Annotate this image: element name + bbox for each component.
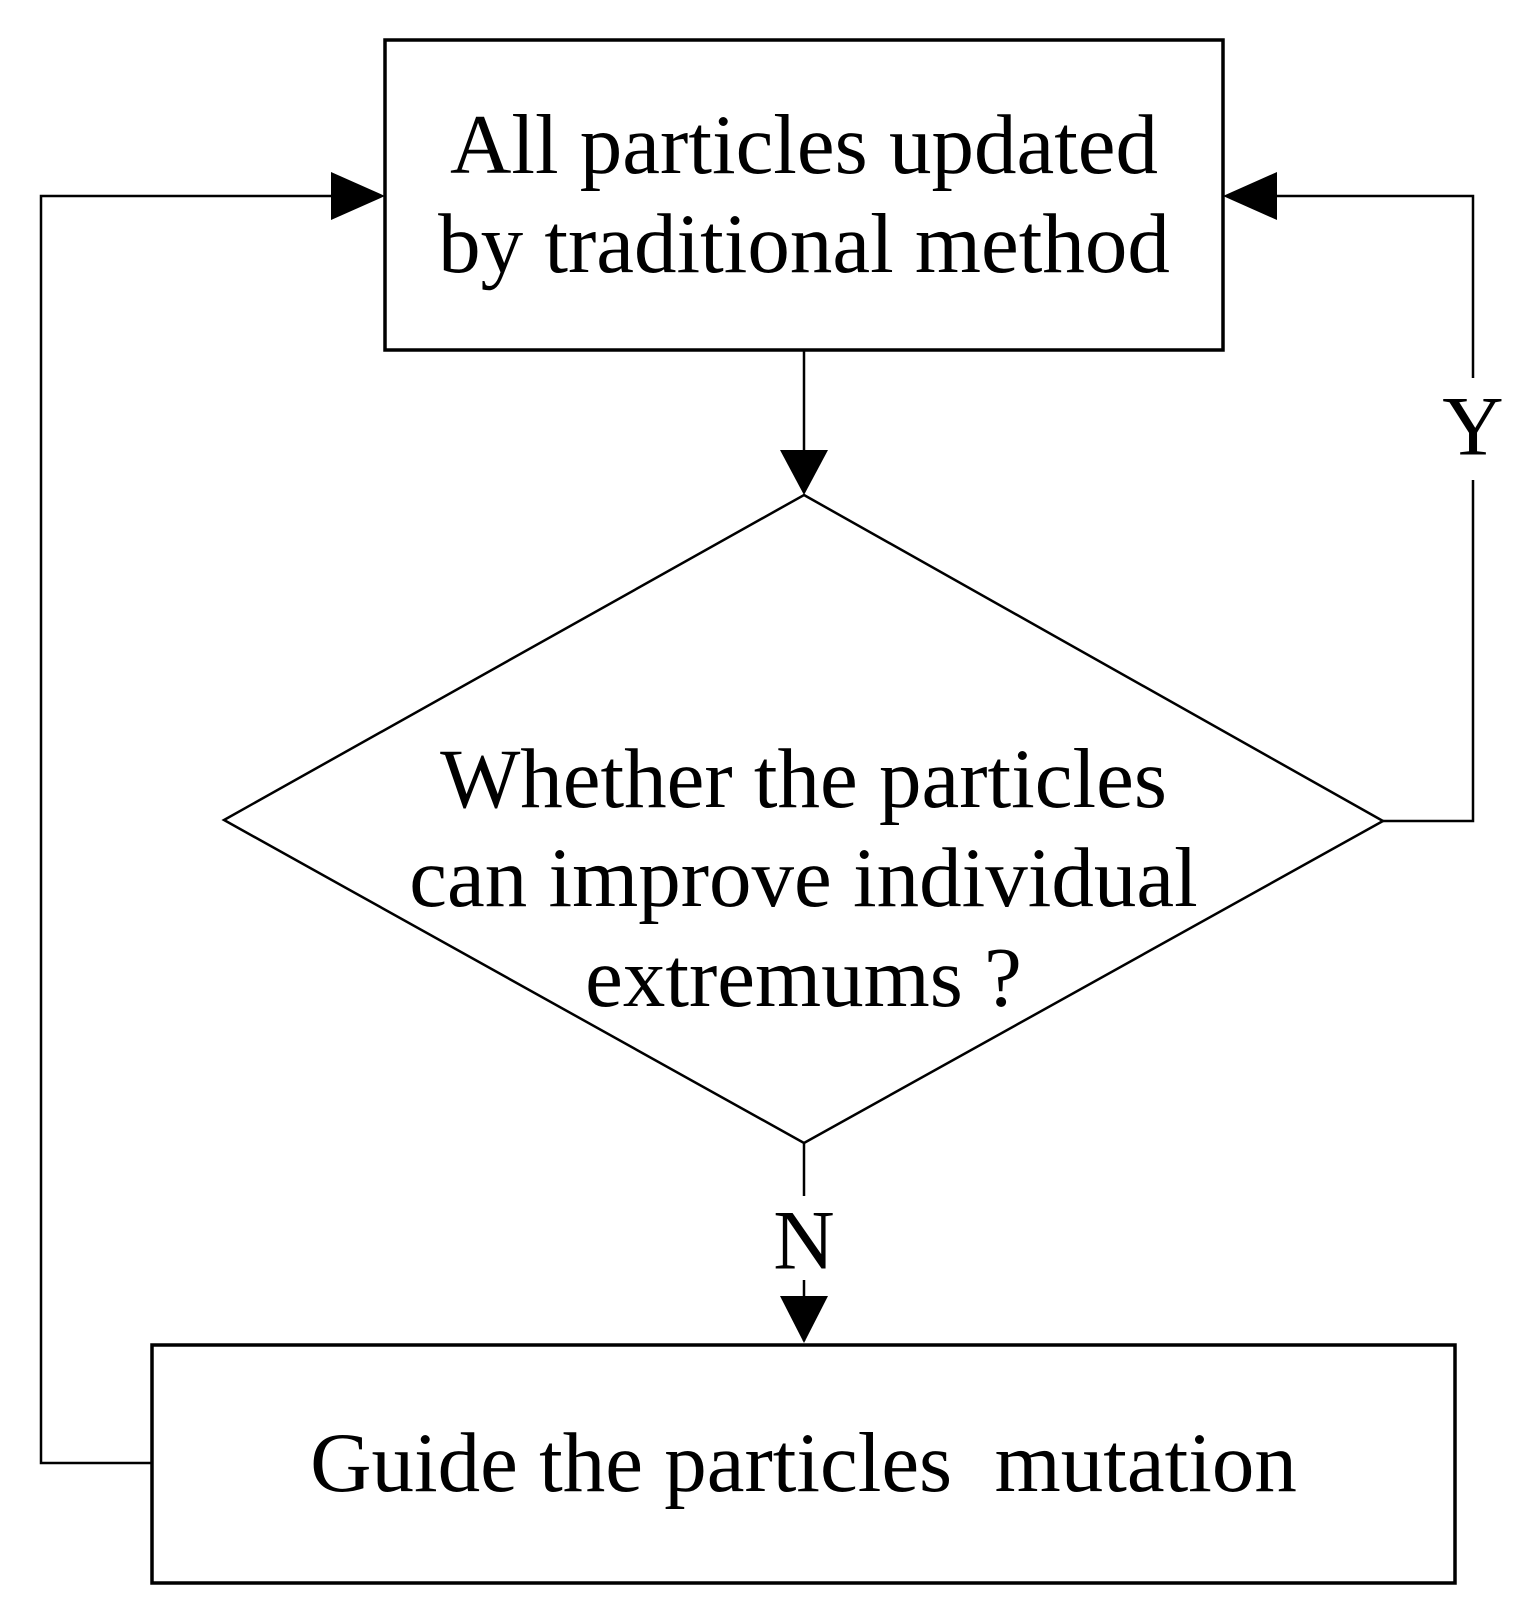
decision-diamond [221, 493, 1386, 1145]
arrowhead-left-icon [1223, 172, 1277, 220]
connector-decision-to-update-lower [1383, 480, 1475, 823]
decision-label: Whether the particles can improve indivi… [409, 731, 1198, 1025]
arrowhead-right-icon [331, 172, 385, 220]
process-update-label: All particles updated by traditional met… [438, 97, 1170, 291]
connector-mutation-to-update [39, 194, 334, 1465]
no-branch-label: N [773, 1193, 835, 1288]
arrowhead-down-icon [780, 1296, 828, 1343]
process-box-update [383, 38, 1225, 352]
arrowhead-down-icon [780, 450, 828, 495]
yes-branch-label: Y [1442, 379, 1504, 474]
process-mutation-label: Guide the particles mutation [310, 1416, 1297, 1511]
connector-decision-to-update-upper [1276, 194, 1475, 378]
process-box-mutation [150, 1343, 1457, 1585]
